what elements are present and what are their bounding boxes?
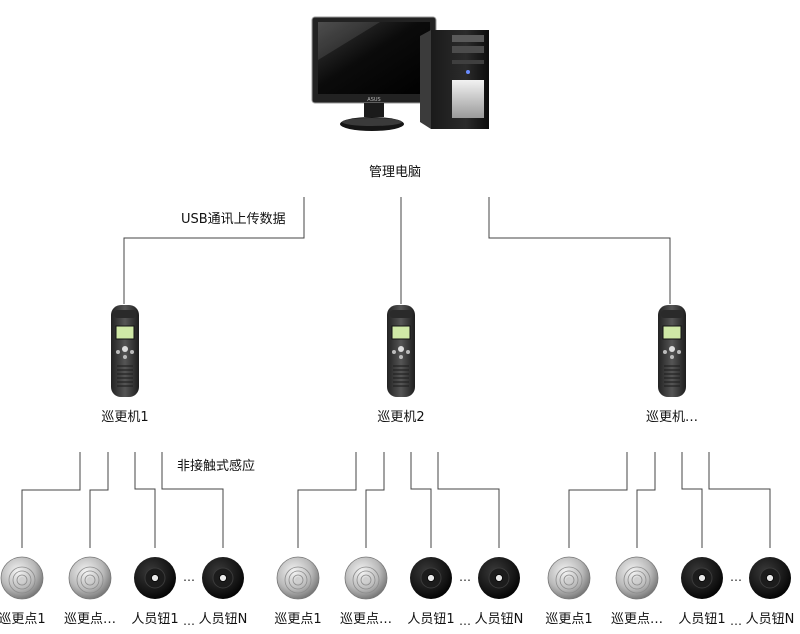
- tag-label: 巡更点1: [0, 612, 46, 627]
- checkpoint-tag-icon: [615, 556, 659, 600]
- tag-label: 巡更点1: [274, 612, 322, 627]
- sensing-label: 非接触式感应: [177, 459, 256, 474]
- handheld-icon: [658, 305, 686, 397]
- tag-label: 巡更点…: [610, 612, 664, 627]
- ellipsis-dots: …: [730, 570, 742, 584]
- id-button-icon: [681, 557, 723, 599]
- svg-text:ASUS: ASUS: [367, 97, 380, 103]
- tag-label: 人员钮1: [678, 612, 726, 627]
- branch-line: [21, 452, 81, 548]
- branch-line: [134, 452, 156, 548]
- checkpoint-tag-icon: [68, 556, 112, 600]
- label-ellipsis: …: [459, 614, 471, 628]
- computer-icon: ASUS: [311, 16, 489, 131]
- id-button-icon: [749, 557, 791, 599]
- checkpoint-tag-icon: [547, 556, 591, 600]
- id-button-icon: [410, 557, 452, 599]
- tag-label: 人员钮N: [474, 612, 524, 627]
- tag-label: 人员钮1: [131, 612, 179, 627]
- handheld-icon: [111, 305, 139, 397]
- branch-line: [568, 452, 628, 548]
- id-button-icon: [134, 557, 176, 599]
- branch-line: [161, 452, 224, 548]
- id-button-icon: [478, 557, 520, 599]
- tag-label: 巡更点1: [545, 612, 593, 627]
- computer-label: 管理电脑: [369, 165, 422, 180]
- id-button-icon: [202, 557, 244, 599]
- ellipsis-dots: …: [183, 570, 195, 584]
- checkpoint-tag-icon: [276, 556, 320, 600]
- branch-line: [708, 452, 771, 548]
- tag-label: 巡更点…: [63, 612, 117, 627]
- device-label: 巡更机2: [377, 410, 425, 425]
- label-ellipsis: …: [730, 614, 742, 628]
- branch-line: [681, 452, 703, 548]
- handhelds-group: [111, 305, 686, 397]
- tag-label: 人员钮1: [407, 612, 455, 627]
- ellipsis-dots: …: [459, 570, 471, 584]
- tag-label: 巡更点…: [339, 612, 393, 627]
- tags-group: [0, 556, 791, 600]
- link-line-left: [123, 197, 305, 304]
- branch-line: [89, 452, 109, 548]
- link-line-right: [488, 197, 671, 304]
- connection-lines: [21, 197, 771, 548]
- checkpoint-tag-icon: [344, 556, 388, 600]
- label-ellipsis: …: [183, 614, 195, 628]
- tag-label: 人员钮N: [198, 612, 248, 627]
- branch-line: [636, 452, 656, 548]
- device-label: 巡更机1: [101, 410, 149, 425]
- checkpoint-tag-icon: [0, 556, 44, 600]
- branch-line: [297, 452, 357, 548]
- handheld-icon: [387, 305, 415, 397]
- tag-label: 人员钮N: [745, 612, 795, 627]
- branch-line: [410, 452, 432, 548]
- device-label: 巡更机…: [645, 410, 699, 425]
- branch-line: [365, 452, 385, 548]
- branch-line: [437, 452, 500, 548]
- usb-link-label: USB通讯上传数据: [181, 212, 286, 227]
